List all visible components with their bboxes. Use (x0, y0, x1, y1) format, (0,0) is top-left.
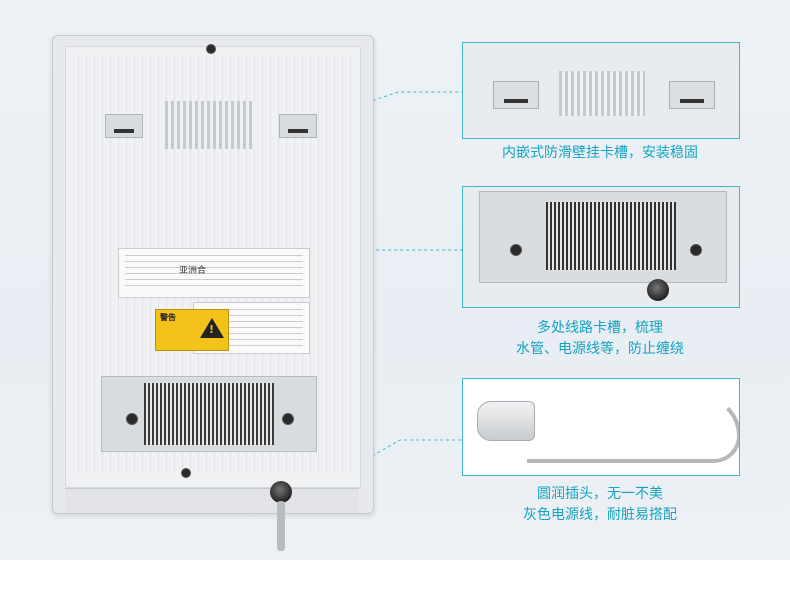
callout-3-line1: 圆润插头，无一不美 (537, 486, 663, 502)
wall-slot-closeup-left (493, 81, 539, 109)
top-vent (165, 101, 255, 149)
screw-icon (206, 44, 216, 54)
callout-2-line1: 多处线路卡槽，梳理 (537, 320, 663, 336)
warning-icon (200, 318, 224, 338)
screw-icon (181, 468, 191, 478)
top-vent-closeup (559, 71, 645, 116)
screw-icon (282, 413, 294, 425)
detail-panel-plug (462, 378, 740, 476)
callout-text-3: 圆润插头，无一不美 灰色电源线，耐脏易搭配 (462, 484, 738, 526)
heatsink (101, 376, 317, 452)
spec-label: 亚洲合 (118, 248, 310, 298)
power-cord (277, 501, 285, 551)
heatsink-fins (144, 383, 274, 445)
detail-panel-cable-slots (462, 186, 740, 308)
callout-text-1: 内嵌式防滑壁挂卡槽，安装稳固 (462, 143, 738, 164)
callout-2-line2: 水管、电源线等，防止缠绕 (516, 341, 684, 357)
screw-icon (690, 244, 702, 256)
wall-hanging-slot-right (279, 114, 317, 138)
device-back-panel: 亚洲合 警告 (52, 35, 374, 551)
detail-panel-wall-slot (462, 42, 740, 139)
wall-hanging-slot-left (105, 114, 143, 138)
callout-3-line2: 灰色电源线，耐脏易搭配 (523, 507, 677, 523)
product-tag: 亚洲合 (179, 266, 207, 276)
screw-icon (510, 244, 522, 256)
cable-grommet-closeup (647, 279, 669, 301)
power-cord-coil (527, 395, 739, 463)
warning-sticker: 警告 (155, 309, 229, 351)
heatsink-closeup (479, 191, 727, 283)
cable-grommet (270, 481, 292, 503)
callout-1-line1: 内嵌式防滑壁挂卡槽，安装稳固 (502, 145, 698, 161)
wall-slot-closeup-right (669, 81, 715, 109)
heatsink-fins-closeup (546, 202, 676, 270)
screw-icon (126, 413, 138, 425)
cable-channel-bar (65, 488, 359, 513)
warning-title: 警告 (160, 313, 176, 322)
callout-text-2: 多处线路卡槽，梳理 水管、电源线等，防止缠绕 (462, 318, 738, 360)
label-fine-print (125, 255, 303, 291)
